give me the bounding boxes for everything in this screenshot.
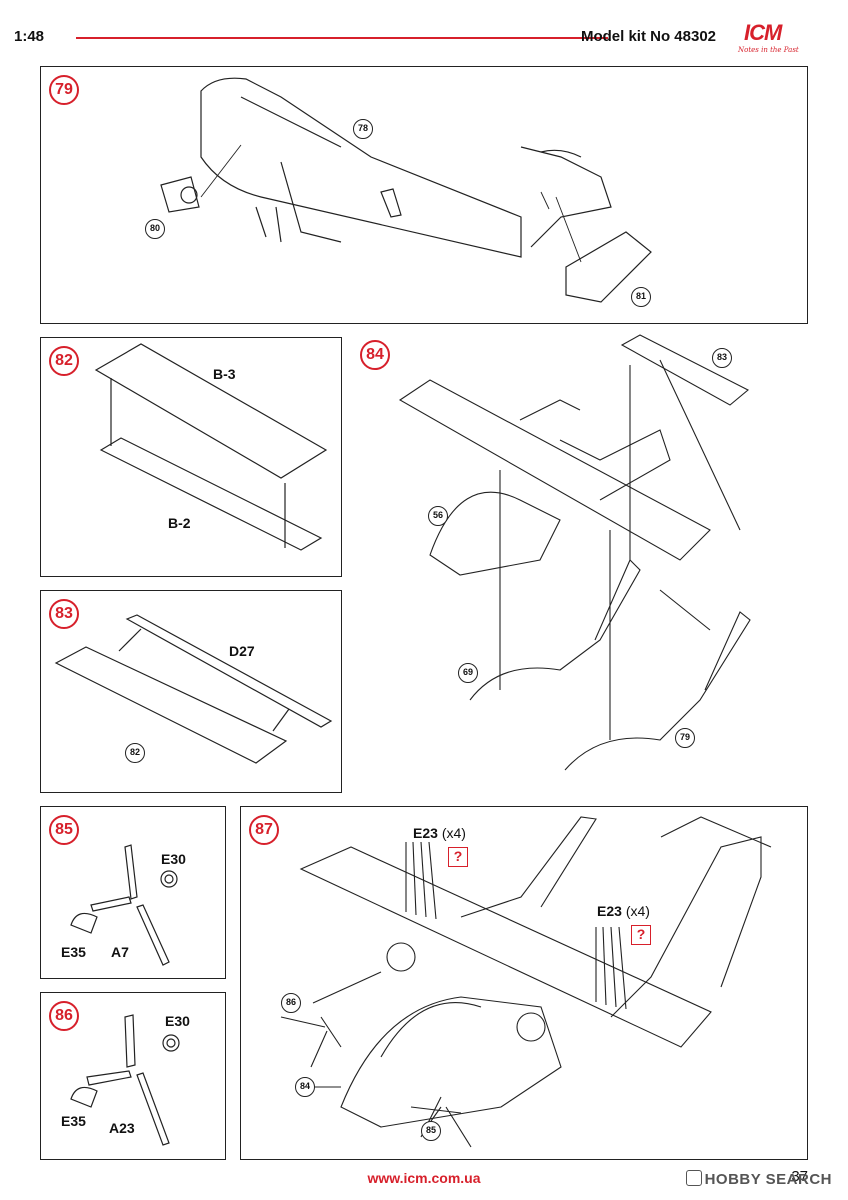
e23-qty-right: (x4) — [625, 903, 650, 919]
ref-82: 82 — [125, 743, 145, 763]
label-e35: E35 — [61, 1113, 86, 1129]
watermark-text: HOBBY SEARCH — [704, 1171, 832, 1188]
hobby-search-watermark: HOBBY SEARCH — [685, 1170, 832, 1188]
wing-flap-drawing — [54, 614, 333, 764]
label-e23-right: E23 (x4) — [597, 903, 650, 919]
e23-part-right: E23 — [597, 903, 622, 919]
label-e30: E30 — [165, 1013, 190, 1029]
logo-tagline: Notes in the Past — [738, 46, 799, 54]
page-number: 37 — [791, 1168, 808, 1185]
warning-marker-right: ? — [631, 925, 651, 945]
ref-56: 56 — [428, 506, 448, 526]
label-a23: A23 — [109, 1120, 135, 1136]
website-url[interactable]: www.icm.com.ua — [367, 1170, 481, 1186]
ref-79: 79 — [675, 728, 695, 748]
propeller-a7-drawing — [70, 844, 178, 966]
label-e35: E35 — [61, 944, 86, 960]
ref-85: 85 — [421, 1121, 441, 1141]
label-a7: A7 — [111, 944, 129, 960]
final-assembly-drawing — [280, 816, 772, 1148]
watermark-logo-icon — [685, 1170, 702, 1186]
step-87-badge: 87 — [249, 815, 279, 845]
logo-brand: ICM — [744, 20, 782, 45]
step-86-badge: 86 — [49, 1001, 79, 1031]
fuselage-tail-drawing — [160, 77, 652, 303]
label-b3: B-3 — [213, 366, 236, 382]
e23-qty-left: (x4) — [441, 825, 466, 841]
warning-marker-left: ? — [448, 847, 468, 867]
step-82-panel: 82 B-3 B-2 — [40, 337, 342, 577]
icm-logo: ICM Notes in the Past — [730, 20, 816, 60]
step-83-panel: 83 D27 82 — [40, 590, 342, 793]
kit-number: Model kit No 48302 — [580, 28, 716, 45]
step-79-badge: 79 — [49, 75, 79, 105]
label-e30: E30 — [161, 851, 186, 867]
label-b2: B-2 — [168, 515, 191, 531]
e23-part-left: E23 — [413, 825, 438, 841]
label-e23-left: E23 (x4) — [413, 825, 466, 841]
step-86-panel: 86 E30 E35 A23 — [40, 992, 226, 1160]
label-d27: D27 — [229, 643, 255, 659]
ref-80: 80 — [145, 219, 165, 239]
step-87-panel: 87 E23 (x4) ? E23 (x4) ? 86 84 85 — [240, 806, 808, 1160]
step-85-panel: 85 E30 E35 A7 — [40, 806, 226, 979]
wing-upper-lower-drawing — [94, 343, 328, 551]
step-82-badge: 82 — [49, 346, 79, 376]
header-rule — [76, 37, 608, 39]
step-84-badge: 84 — [360, 340, 390, 370]
ref-86: 86 — [281, 993, 301, 1013]
step-83-badge: 83 — [49, 599, 79, 629]
step-85-badge: 85 — [49, 815, 79, 845]
propeller-a23-drawing — [70, 1014, 180, 1146]
ref-81: 81 — [631, 287, 651, 307]
ref-69: 69 — [458, 663, 478, 683]
ref-84: 84 — [295, 1077, 315, 1097]
scale-label: 1:48 — [14, 28, 45, 45]
step-79-panel: 79 78 80 81 — [40, 66, 808, 324]
ref-83: 83 — [712, 348, 732, 368]
ref-78: 78 — [353, 119, 373, 139]
